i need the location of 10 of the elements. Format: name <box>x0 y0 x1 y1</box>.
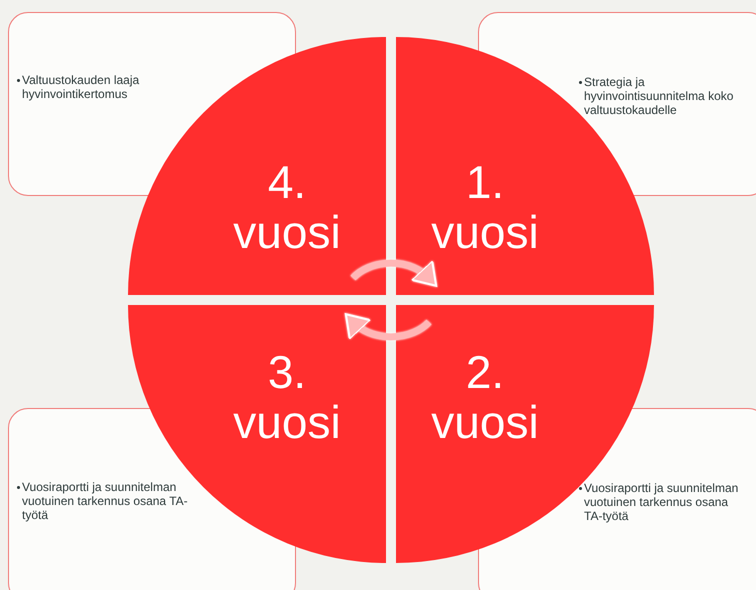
card-text: Vuosiraportti ja suunnitelman vuotuinen tarkennus osana TA-työtä <box>22 480 189 522</box>
year-label: 4. vuosi <box>232 157 342 257</box>
year-label: 1. vuosi <box>430 157 540 257</box>
card-text: Strategia ja hyvinvointisuunnitelma koko valtuustokaudelle <box>584 75 734 117</box>
cycle-arrow <box>344 314 432 340</box>
cycle-arrow <box>350 260 438 286</box>
year-label: 3. vuosi <box>232 347 342 447</box>
card-text: Vuosiraportti ja suunnitelman vuotuinen tarkennus osana TA-työtä <box>584 481 740 523</box>
year-label: 2. vuosi <box>430 347 540 447</box>
card-text: Valtuustokauden laaja hyvinvointikertomus <box>22 73 140 101</box>
